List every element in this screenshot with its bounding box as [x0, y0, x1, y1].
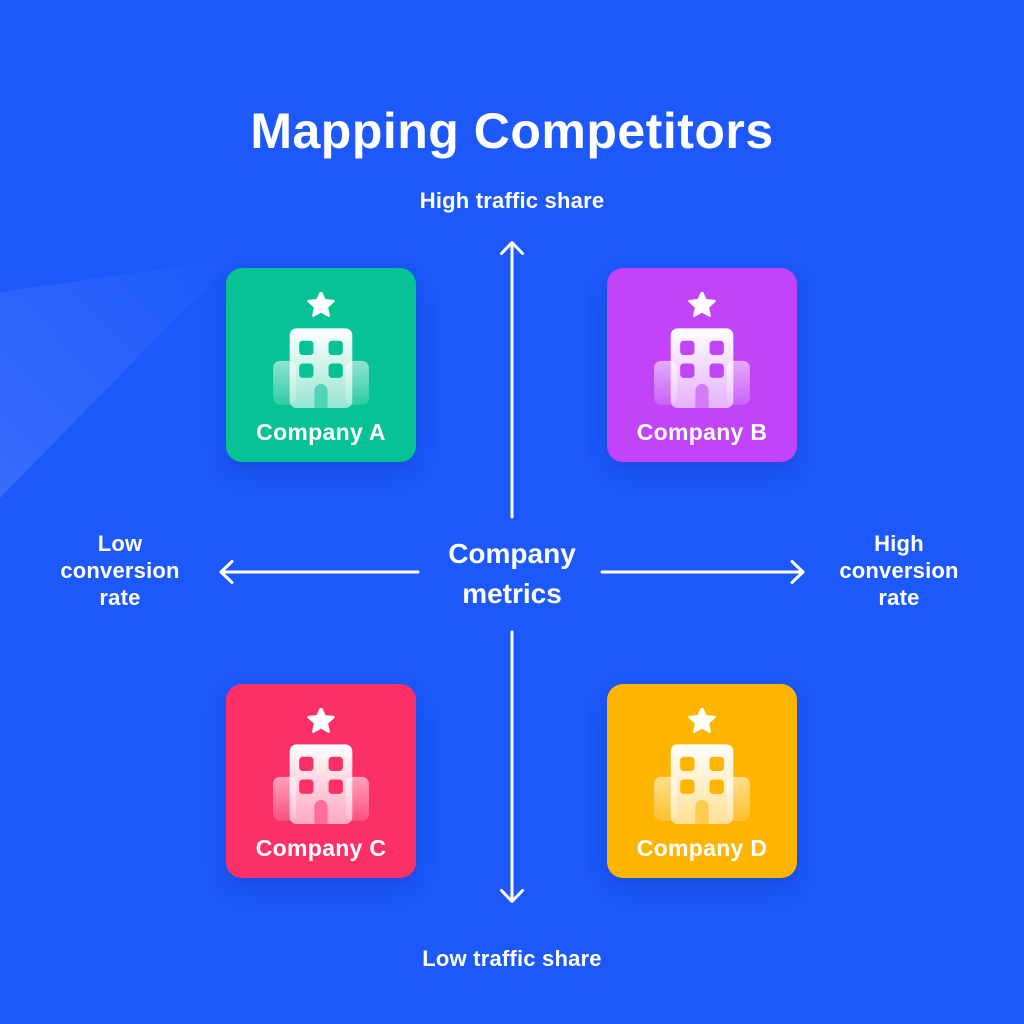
- company-a-card: Company A: [226, 268, 416, 462]
- building-star-icon: [273, 292, 369, 408]
- building-star-icon: [654, 292, 750, 408]
- page-title: Mapping Competitors: [250, 102, 774, 159]
- company-b-card: Company B: [607, 268, 797, 462]
- company-c-label: Company C: [255, 835, 387, 861]
- arrow-left-icon: [219, 560, 420, 584]
- building-star-icon: [654, 708, 750, 824]
- axes-center-label: Company metrics: [448, 538, 576, 609]
- axis-label-low-conversion: Low conversion rate: [60, 531, 180, 610]
- building-star-icon: [273, 708, 369, 824]
- company-c-card: Company C: [226, 684, 416, 878]
- company-b-label: Company B: [636, 419, 768, 445]
- company-a-label: Company A: [256, 419, 386, 445]
- company-d-card: Company D: [607, 684, 797, 878]
- company-d-label: Company D: [636, 835, 768, 861]
- axis-label-high-conversion: High conversion rate: [839, 531, 959, 610]
- light-beam-decoration: [0, 259, 234, 498]
- axis-label-high-traffic: High traffic share: [419, 188, 605, 213]
- arrow-up-icon: [500, 241, 524, 519]
- arrow-right-icon: [600, 560, 805, 584]
- axis-label-low-traffic: Low traffic share: [422, 946, 602, 971]
- arrow-down-icon: [500, 630, 524, 903]
